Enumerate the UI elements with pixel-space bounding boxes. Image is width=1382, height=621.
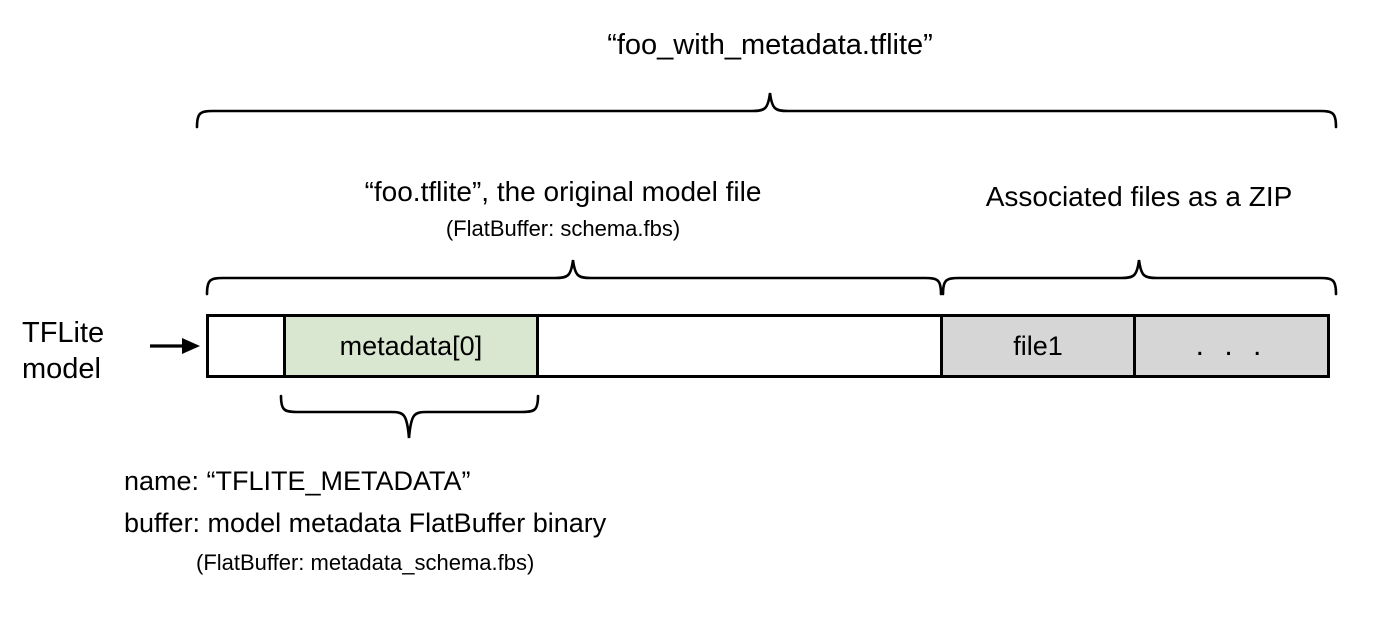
brace-original-model-file <box>205 259 943 296</box>
diagram-title: “foo_with_metadata.tflite” <box>607 29 933 61</box>
brace-metadata-detail <box>279 394 540 439</box>
bar-segment-metadata-label: metadata[0] <box>339 330 483 361</box>
tflite-model-label-line2: model <box>22 353 101 385</box>
bar-segment-more-files: . . . <box>1133 317 1327 375</box>
tflite-model-label-line1: TFLite <box>22 317 105 349</box>
metadata-buffer-note: buffer: model metadata FlatBuffer binary <box>124 508 607 538</box>
brace-zip-files <box>941 259 1338 296</box>
brace-whole-file <box>195 92 1338 129</box>
metadata-name-note: name: “TFLITE_METADATA” <box>124 466 471 496</box>
model-file-label: “foo.tflite”, the original model file <box>364 176 762 207</box>
bar-segment-model-payload <box>539 317 941 375</box>
bar-segment-metadata: metadata[0] <box>282 317 540 375</box>
model-file-schema-label: (FlatBuffer: schema.fbs) <box>445 216 681 241</box>
bar-segment-file1: file1 <box>940 317 1134 375</box>
metadata-schema-note: (FlatBuffer: metadata_schema.fbs) <box>196 550 535 575</box>
zip-section-label: Associated files as a ZIP <box>985 181 1293 212</box>
bar-segment-file1-label: file1 <box>1013 330 1063 361</box>
tflite-model-bar: metadata[0] file1 . . . <box>206 314 1330 378</box>
bar-segment-more-files-label: . . . <box>1195 329 1268 362</box>
bar-segment-leading-empty <box>209 317 283 375</box>
